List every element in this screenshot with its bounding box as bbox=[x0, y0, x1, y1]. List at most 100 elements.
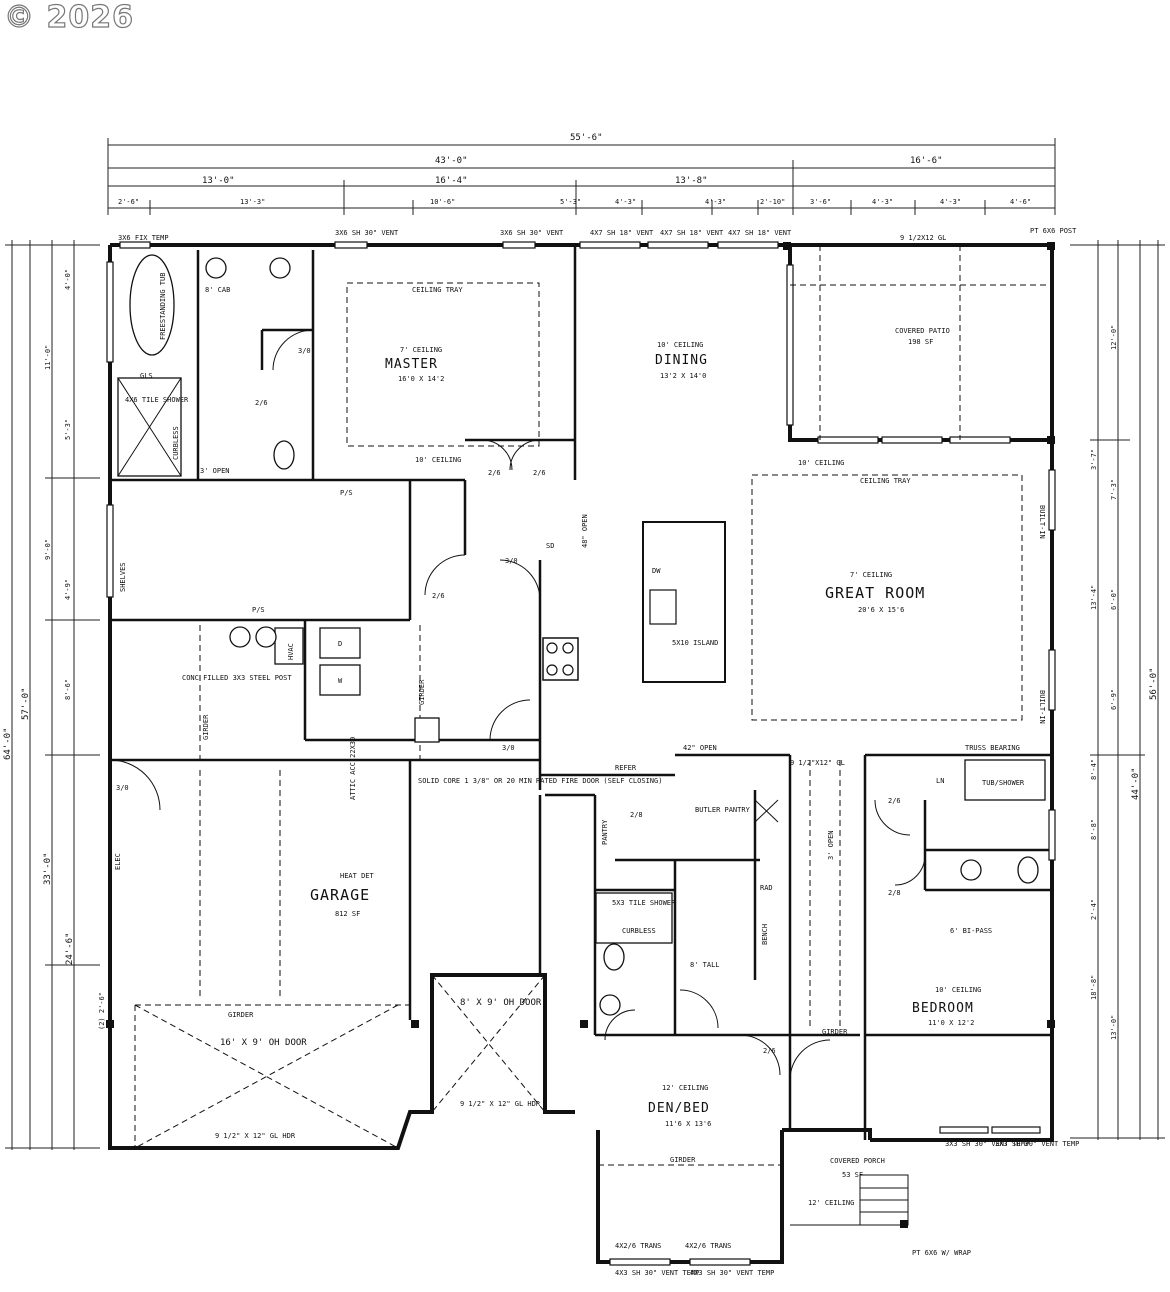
label-gls: GLS bbox=[140, 372, 153, 380]
room-great-ceiling: 7' CEILING bbox=[850, 571, 892, 579]
room-garage-name: GARAGE bbox=[310, 886, 370, 904]
dim-row2-c: 13'-8" bbox=[675, 176, 708, 186]
dim-row2-b: 16'-4" bbox=[435, 176, 468, 186]
dim-right-seg-7: 8'-8" bbox=[1090, 819, 1098, 840]
label-shelves: SHELVES bbox=[119, 562, 127, 592]
label-vent-bot-2: 4X3 SH 30" VENT TEMP bbox=[690, 1269, 774, 1277]
label-garage-door-small: 8' X 9' OH DOOR bbox=[460, 998, 542, 1008]
dim-row3-2: 10'-6" bbox=[430, 198, 455, 206]
toilet-icon-2 bbox=[603, 943, 625, 971]
room-master-tray: CEILING TRAY bbox=[412, 286, 463, 294]
interior-walls bbox=[110, 245, 1052, 1140]
room-dining-size: 13'2 X 14'0 bbox=[660, 372, 706, 380]
room-butler-name: BUTLER PANTRY bbox=[695, 806, 751, 814]
label-post: PT 6X6 POST bbox=[1030, 227, 1077, 235]
label-ps-2: P/S bbox=[252, 606, 265, 614]
label-gl-hdr-side: 9 1/2"X12" GL bbox=[790, 759, 845, 767]
label-hdr-2: 9 1/2" X 12" GL HDR bbox=[460, 1100, 541, 1108]
label-cab: 8' CAB bbox=[205, 286, 230, 294]
dim-row2-a: 13'-0" bbox=[202, 176, 235, 186]
dim-left-overall: 64'-0" bbox=[3, 727, 13, 760]
label-tub-shower: TUB/SHOWER bbox=[982, 779, 1025, 787]
label-truss: TRUSS BEARING bbox=[965, 744, 1020, 752]
dim-row3-10: 4'-6" bbox=[1010, 198, 1031, 206]
room-bedroom-size: 11'0 X 12'2 bbox=[928, 1019, 974, 1027]
label-door-26-d: 2/6 bbox=[533, 469, 546, 477]
room-garage-size: 812 SF bbox=[335, 910, 360, 918]
room-great-size: 20'6 X 15'6 bbox=[858, 606, 904, 614]
room-master-name: MASTER bbox=[385, 357, 438, 372]
label-door-30-a: 3/0 bbox=[298, 347, 311, 355]
dim-top-overall: 55'-6" bbox=[570, 133, 603, 143]
dim-left-seg-6: (2) 2'-6" bbox=[98, 992, 106, 1030]
label-ps-1: P/S bbox=[340, 489, 353, 497]
porch-steps bbox=[790, 1174, 909, 1226]
label-open3: 3' OPEN bbox=[200, 467, 230, 475]
label-dryer: D bbox=[338, 640, 342, 648]
dim-left-third-a: 33'-0" bbox=[43, 852, 53, 885]
kitchen-island bbox=[642, 521, 726, 683]
doors bbox=[109, 329, 926, 1081]
room-great-name: GREAT ROOM bbox=[825, 584, 925, 602]
label-door-26-f: 2/6 bbox=[763, 1047, 776, 1055]
lav-sink-icon bbox=[205, 257, 227, 279]
lav-sink-icon-4 bbox=[599, 994, 621, 1016]
room-island-name: 5X10 ISLAND bbox=[672, 639, 718, 647]
dim-right-overall: 56'-0" bbox=[1149, 667, 1159, 700]
hvac-unit-icon bbox=[274, 627, 304, 665]
right-dimensions bbox=[1070, 240, 1165, 1140]
room-great-ceiling2: 10' CEILING bbox=[798, 459, 844, 467]
dim-left-seg-1: 11'-0" bbox=[44, 345, 52, 370]
label-vent-4: 4X7 SH 18" VENT bbox=[660, 229, 724, 237]
windows bbox=[106, 241, 1056, 1266]
label-door-30-b: 3/0 bbox=[505, 557, 518, 565]
toilet-icon-3 bbox=[1017, 856, 1039, 884]
dim-right-seg-4: 6'-0" bbox=[1110, 589, 1118, 610]
dim-row3-8: 4'-3" bbox=[872, 198, 893, 206]
room-bedroom-name: BEDROOM bbox=[912, 1001, 974, 1016]
dim-left-second: 57'-0" bbox=[21, 687, 31, 720]
dim-left-seg-4: 4'-9" bbox=[64, 579, 72, 600]
label-attic: ATTIC ACC 22X30 bbox=[349, 737, 357, 800]
room-den-name: DEN/BED bbox=[648, 1101, 710, 1116]
dim-left-seg-3: 9'-0" bbox=[44, 539, 52, 560]
label-hvac: HVAC bbox=[287, 643, 295, 660]
label-fire-door: SOLID CORE 1 3/8" OR 20 MIN RATED FIRE D… bbox=[418, 777, 662, 785]
room-pantry-name: PANTRY bbox=[601, 819, 609, 845]
room-master-ceiling: 7' CEILING bbox=[400, 346, 442, 354]
dim-right-seg-9: 18'-8" bbox=[1090, 975, 1098, 1000]
room-dining-name: DINING bbox=[655, 353, 708, 368]
dim-right-seg-5: 6'-9" bbox=[1110, 689, 1118, 710]
dim-right-seg-0: 12'-0" bbox=[1110, 325, 1118, 350]
label-vent-br-2: 3X3 SH 30" VENT TEMP bbox=[995, 1140, 1079, 1148]
dim-right-seg-2: 7'-3" bbox=[1110, 479, 1118, 500]
dim-right-seg-1: 3'-7" bbox=[1090, 449, 1098, 470]
dim-row3-9: 4'-3" bbox=[940, 198, 961, 206]
label-tile-shower-2: 5X3 TILE SHOWER bbox=[612, 899, 676, 907]
label-door-30-c: 3/0 bbox=[116, 784, 129, 792]
label-door-28-b: 2/8 bbox=[888, 889, 901, 897]
dim-top-right-total: 16'-6" bbox=[910, 156, 943, 166]
dim-left-seg-5: 8'-6" bbox=[64, 679, 72, 700]
dim-right-seg-6: 8'-4" bbox=[1090, 759, 1098, 780]
label-trans-2: 4X2/6 TRANS bbox=[685, 1242, 731, 1250]
room-great-tray: CEILING TRAY bbox=[860, 477, 911, 485]
label-door-26-b: 2/6 bbox=[432, 592, 445, 600]
dim-row3-6: 2'-10" bbox=[760, 198, 785, 206]
room-den-size: 11'6 X 13'6 bbox=[665, 1120, 711, 1128]
room-porch-name: COVERED PORCH bbox=[830, 1157, 885, 1165]
label-elec: ELEC bbox=[114, 853, 122, 870]
label-open-3: 3' OPEN bbox=[827, 830, 835, 860]
sink-icon bbox=[649, 589, 677, 625]
dim-right-seg-10: 13'-0" bbox=[1110, 1015, 1118, 1040]
dim-top-left-total: 43'-0" bbox=[435, 156, 468, 166]
label-vent-br-1: 3X3 SH 30" VENT TEMP bbox=[945, 1140, 1029, 1148]
top-dimensions bbox=[107, 138, 1056, 215]
label-vent-1: 3X6 SH 30" VENT bbox=[335, 229, 399, 237]
label-dw: DW bbox=[652, 567, 661, 575]
label-ln: LN bbox=[936, 777, 944, 785]
dim-left-seg-2: 5'-3" bbox=[64, 419, 72, 440]
posts bbox=[106, 242, 1055, 1228]
label-tall-8: 8' TALL bbox=[690, 961, 720, 969]
